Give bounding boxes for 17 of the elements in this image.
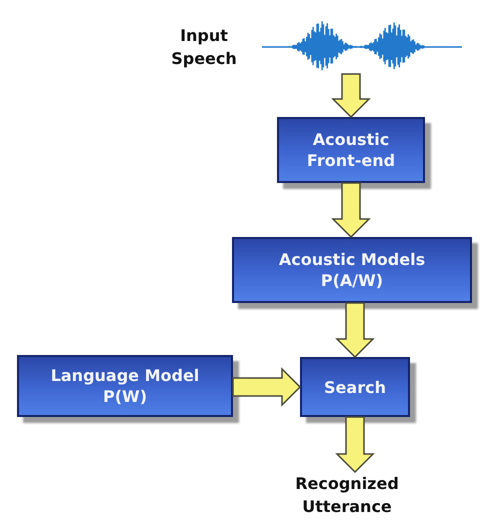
box-label: Language Model	[50, 365, 200, 386]
block-arrow	[331, 73, 371, 118]
input-label: Input Speech	[170, 25, 238, 70]
box-label: Acoustic Front-end	[306, 129, 396, 171]
box-label: P(W)	[103, 386, 147, 407]
box-label: P(A/W)	[320, 270, 384, 291]
block-arrow	[232, 367, 302, 407]
process-box	[300, 357, 410, 417]
process-box	[232, 237, 472, 303]
block-arrow	[335, 416, 375, 474]
output-label: Recognized Utterance	[262, 472, 432, 522]
box-label: Acoustic Models	[278, 249, 426, 270]
process-box	[277, 117, 425, 183]
box-label: Search	[324, 376, 386, 398]
block-arrow	[335, 302, 375, 358]
process-box	[17, 355, 233, 417]
block-arrow	[331, 182, 371, 238]
